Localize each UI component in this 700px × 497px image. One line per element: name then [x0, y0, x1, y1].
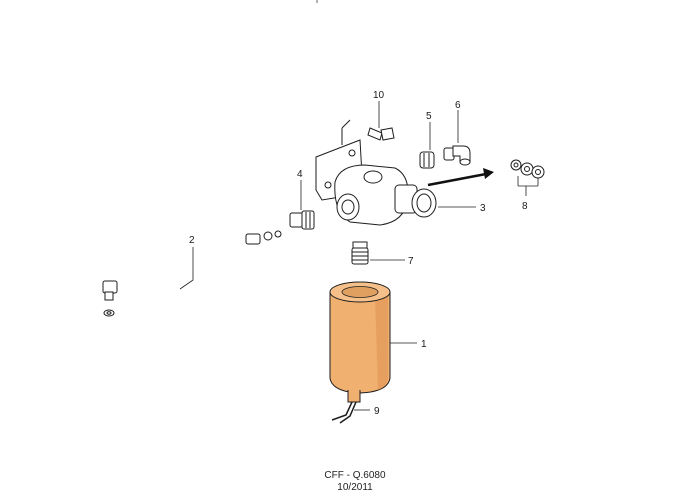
part-5-connector	[419, 151, 435, 169]
filter-head-housing	[315, 119, 437, 226]
part-2-fuel-pipe	[102, 230, 282, 317]
callout-8: 8	[522, 201, 528, 212]
callout-3: 3	[480, 203, 486, 214]
callout-7: 7	[408, 256, 414, 267]
part-9-drain	[331, 390, 361, 424]
direction-arrow	[427, 168, 494, 187]
drawing-code: CFF - Q.6080	[324, 470, 386, 481]
part-1-filter-cartridge	[329, 281, 391, 394]
drawing-date: 10/2011	[337, 482, 373, 493]
part-6-elbow-fitting	[443, 145, 471, 166]
part-10-bolt	[367, 127, 395, 141]
part-7-nipple	[351, 241, 369, 265]
callout-1: 1	[421, 339, 427, 350]
callout-4: 4	[297, 169, 303, 180]
callout-2: 2	[189, 235, 195, 246]
callout-6: 6	[455, 100, 461, 111]
callout-10: 10	[373, 90, 385, 101]
callout-9: 9	[374, 406, 380, 417]
callout-5: 5	[426, 111, 432, 122]
part-8-washers	[510, 159, 545, 179]
leader-lines	[179, 101, 539, 411]
part-4-fitting	[289, 210, 315, 230]
footer: CFF - Q.6080 10/2011	[300, 470, 410, 494]
